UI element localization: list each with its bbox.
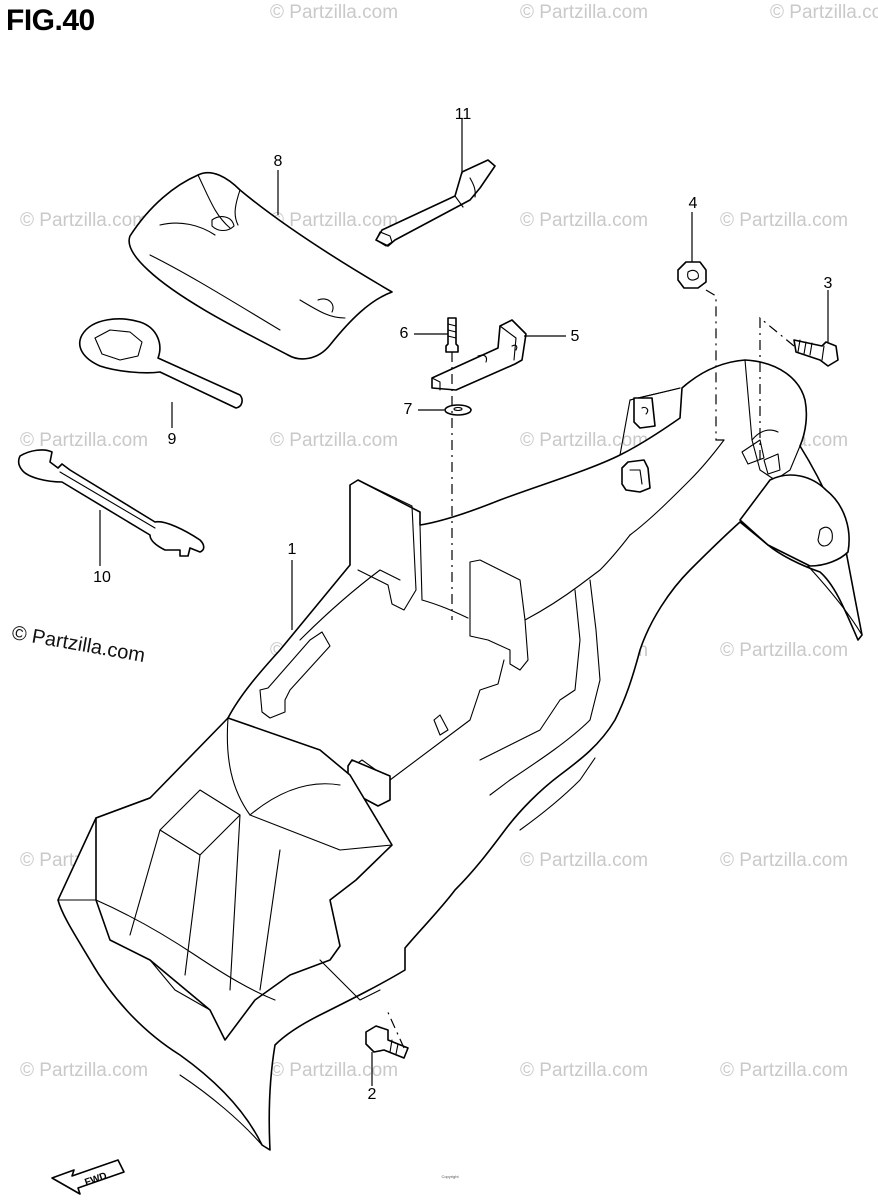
bolt-2-part [365, 1025, 409, 1059]
bolt-6-part [445, 317, 459, 353]
watermark: © Partzilla.com [520, 1060, 649, 1081]
watermark: © Partzilla.com [520, 210, 649, 231]
callout-10[interactable]: 10 [93, 569, 111, 586]
washer-hole [453, 406, 463, 412]
callout-5[interactable]: 5 [570, 328, 580, 345]
callout-1[interactable]: 1 [287, 541, 297, 558]
forward-arrow-icon: FWD [51, 1159, 125, 1195]
callout-3[interactable]: 3 [823, 275, 833, 292]
rear-fender-part [57, 359, 863, 1151]
copyright-note: Copyright [441, 1174, 459, 1179]
nut-part [677, 261, 707, 289]
figure-title: FIG.40 [6, 4, 95, 37]
watermark: © Partzilla.com [720, 850, 849, 871]
strap-part [375, 159, 496, 247]
callout-6[interactable]: 6 [399, 325, 409, 342]
watermark: © Partzilla.com [720, 640, 849, 661]
bolt-3-part [793, 339, 839, 367]
watermark: © Partzilla.com [520, 2, 649, 23]
tool-bag-part [128, 171, 393, 360]
watermark: © Partzilla.com [720, 210, 849, 231]
callout-11[interactable]: 11 [454, 106, 472, 123]
watermark: © Partzilla.com [520, 850, 649, 871]
bracket-part [431, 319, 527, 391]
watermark: © Partzilla.com [270, 2, 399, 23]
watermark: © Partzilla.com [20, 430, 149, 451]
watermark: © Partzilla.com [270, 210, 399, 231]
assembly-line-4 [705, 289, 726, 441]
watermark: © Partzilla.com [270, 430, 399, 451]
assembly-line-3 [759, 316, 795, 460]
ring-wrench-part [78, 318, 243, 409]
callout-8[interactable]: 8 [273, 153, 283, 170]
watermark: © Partzilla.com [720, 1060, 849, 1081]
callout-4[interactable]: 4 [688, 195, 698, 212]
watermark: © Partzilla.com [270, 1060, 399, 1081]
callout-7[interactable]: 7 [403, 401, 413, 418]
callout-2[interactable]: 2 [367, 1086, 377, 1103]
watermark: © Partzilla.com [20, 1060, 149, 1081]
open-wrench-part [17, 449, 205, 557]
callout-9[interactable]: 9 [167, 431, 177, 448]
watermark: © Partzilla.com [520, 430, 649, 451]
watermark: © Partzilla.com [770, 2, 878, 23]
assembly-line-2 [385, 1007, 405, 1049]
watermark: © Partzilla.com [20, 210, 149, 231]
